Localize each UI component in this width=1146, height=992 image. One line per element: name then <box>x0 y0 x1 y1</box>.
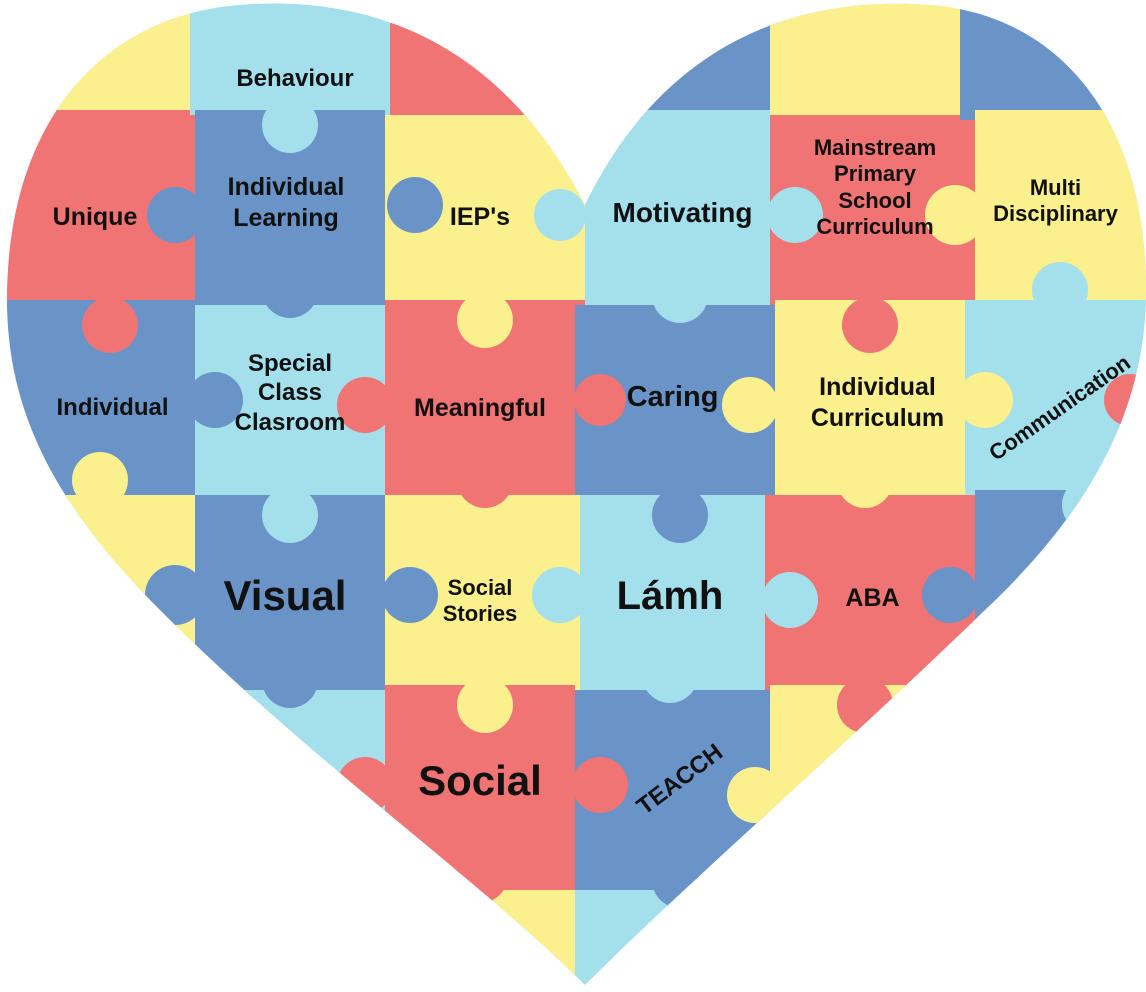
puzzle-piece-communication <box>965 300 1146 500</box>
label-multi-disciplinary: Multi Disciplinary <box>968 175 1143 228</box>
label-individual-learning: Individual Learning <box>196 172 376 233</box>
label-behaviour: Behaviour <box>236 65 354 92</box>
label-motivating: Motivating <box>612 197 753 228</box>
label-individual-curriculum-line-2: Curriculum <box>810 403 945 432</box>
label-mainstream-primary-school-curriculum: Mainstream Primary School Curriculum <box>775 135 975 241</box>
label-social-stories: Social Stories <box>420 575 540 628</box>
label-mainstream-line-4: Curriculum <box>816 214 934 240</box>
label-multi-line-2: Disciplinary <box>993 201 1118 227</box>
label-individual-curriculum: Individual Curriculum <box>780 372 975 433</box>
puzzle-piece-caring <box>575 305 775 500</box>
label-special-class-line-3: Clasroom <box>234 408 346 436</box>
puzzle-piece-meaningful <box>385 300 585 500</box>
puzzle-piece-individual-learning <box>195 110 385 310</box>
puzzle-piece-aba <box>765 495 975 690</box>
label-social-stories-line-2: Stories <box>442 601 518 627</box>
puzzle-piece-social-stories <box>385 495 580 690</box>
puzzle-piece-visual <box>195 495 385 700</box>
label-social: Social <box>418 757 542 804</box>
label-lamh: Lámh <box>616 574 724 618</box>
puzzle-piece-lower-left-blue <box>195 690 385 900</box>
puzzle-piece-behaviour <box>190 3 390 115</box>
label-unique: Unique <box>52 203 138 231</box>
puzzle-piece-lower-right-yellow <box>770 685 1146 900</box>
label-meaningful: Meaningful <box>414 394 546 422</box>
puzzle-piece-individual <box>7 300 195 500</box>
puzzle-piece-teacch <box>575 690 780 895</box>
puzzle-knobs <box>58 97 1146 908</box>
puzzle-piece-bottom-yellow <box>385 890 580 985</box>
label-special-class-classroom: Special Class Clasroom <box>200 349 380 437</box>
puzzle-piece-top-left-yellow <box>7 3 200 110</box>
label-visual: Visual <box>223 572 347 619</box>
puzzle-piece-bottom-blue <box>575 890 780 985</box>
label-ieps: IEP's <box>449 203 511 231</box>
label-individual-learning-line-2: Learning <box>233 203 339 232</box>
puzzle-piece-social <box>385 685 575 895</box>
label-aba: ABA <box>845 584 900 612</box>
label-caring: Caring <box>626 381 719 413</box>
puzzle-piece-top-yellow-right <box>770 3 960 115</box>
puzzle-piece-mainstream <box>770 115 975 305</box>
puzzle-piece-top-blue-right <box>960 3 1146 120</box>
puzzle-piece-ieps <box>385 115 585 305</box>
puzzle-piece-top-red <box>390 3 590 120</box>
puzzle-piece-special-class <box>195 305 385 500</box>
puzzle-piece-motivating <box>585 110 770 310</box>
label-mainstream-line-1: Mainstream <box>813 135 937 160</box>
label-mainstream-line-3: School <box>838 187 912 213</box>
puzzle-piece-top-blue <box>585 3 780 120</box>
label-multi-line-1: Multi <box>1029 175 1082 200</box>
label-mainstream-line-2: Primary <box>834 161 916 187</box>
label-individual-curriculum-line-1: Individual <box>819 373 936 401</box>
puzzle-piece-individual-curriculum <box>775 300 965 500</box>
label-special-class-line-1: Special <box>247 350 333 377</box>
label-social-stories-line-1: Social <box>447 575 513 600</box>
label-special-class-line-2: Class <box>257 379 323 407</box>
puzzle-piece-lamh <box>580 495 770 695</box>
puzzle-piece-right-blue <box>975 490 1146 690</box>
label-individual: Individual <box>56 394 169 421</box>
label-individual-learning-line-1: Individual <box>227 173 345 201</box>
